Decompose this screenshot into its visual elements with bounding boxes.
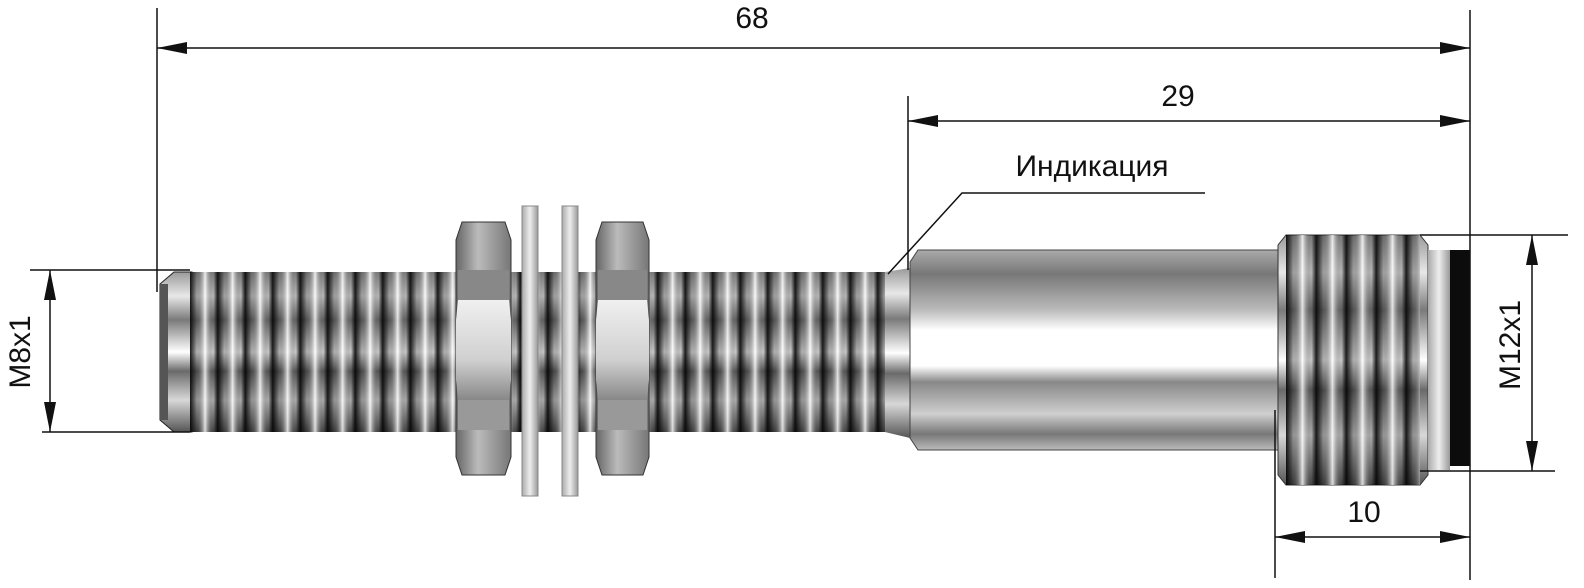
sensor-tip <box>159 271 193 433</box>
threaded-barrel <box>190 268 910 438</box>
indication-label: Индикация <box>1015 150 1168 183</box>
dim-connector-length: 10 <box>1347 496 1380 529</box>
connector-seal <box>1450 250 1470 466</box>
sensor-housing <box>909 249 1281 451</box>
dim-front-thread: M8x1 <box>4 315 37 388</box>
dimension-lines <box>30 8 1568 580</box>
nut-rear <box>595 221 650 476</box>
nut-front <box>455 221 512 476</box>
washer-2 <box>561 205 579 497</box>
dim-connector-thread: M12x1 <box>1494 300 1527 390</box>
washer-1 <box>521 205 539 497</box>
connector-knurl <box>1277 234 1470 486</box>
dim-rear-section-length: 29 <box>1161 80 1194 113</box>
dim-overall-length: 68 <box>735 2 768 35</box>
